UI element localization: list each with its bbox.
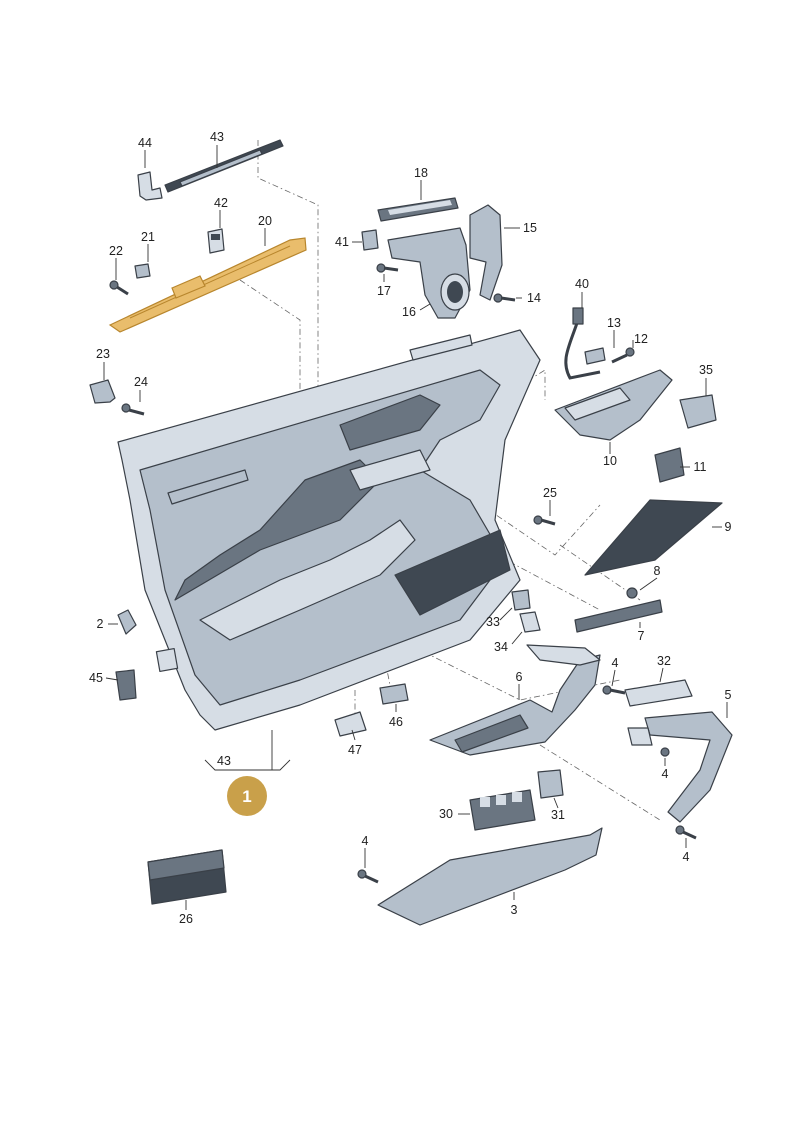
- callout-42: 42: [214, 196, 228, 210]
- callout-11: 11: [694, 460, 707, 474]
- part-32-switch-panel: [624, 679, 693, 707]
- callout-21: 21: [141, 230, 155, 244]
- part-16-duct: [387, 227, 471, 319]
- callout-16: 16: [402, 305, 416, 319]
- part-35-switch-block: [679, 394, 717, 429]
- part-25-screw: [533, 515, 556, 526]
- part-5-pull-handle: [644, 711, 733, 823]
- part-15-bracket: [469, 204, 503, 301]
- callout-25: 25: [543, 486, 557, 500]
- reference-badge-number: 1: [242, 787, 251, 806]
- part-23-bracket: [89, 379, 116, 404]
- part-47-bracket: [334, 711, 367, 737]
- part-2-clip: [117, 609, 137, 635]
- part-33-switch: [511, 589, 531, 611]
- part-3-lower-trim: [377, 827, 603, 926]
- callout-24: 24: [134, 375, 148, 389]
- reference-badge: 1: [227, 776, 267, 816]
- callout-31: 31: [551, 808, 565, 822]
- part-45-cap: [115, 669, 137, 701]
- part-4-screw-c: [675, 825, 697, 840]
- part-13-connector: [584, 347, 606, 365]
- part-18-bar: [377, 197, 459, 222]
- callout-18: 18: [414, 166, 428, 180]
- part-12-screw: [611, 347, 635, 364]
- part-42-switch: [207, 228, 225, 254]
- part-4-screw-a: [602, 685, 626, 695]
- callout-4-c: 4: [362, 834, 369, 848]
- callout-43: 43: [210, 130, 224, 144]
- callout-45: 45: [89, 671, 103, 685]
- part-4-screw-b: [627, 727, 670, 757]
- part-14-screw: [493, 293, 516, 303]
- part-10-armrest-housing: [554, 369, 673, 441]
- callout-13: 13: [607, 316, 621, 330]
- part-24-screw: [121, 403, 145, 416]
- part-26-storage-pocket: [147, 849, 227, 905]
- part-34-clip: [519, 611, 541, 633]
- callout-33: 33: [486, 615, 500, 629]
- callout-14: 14: [527, 291, 541, 305]
- part-44-end-clip: [137, 171, 163, 201]
- callout-4-b: 4: [662, 767, 669, 781]
- callout-43-bottom: 43: [217, 754, 231, 768]
- part-30-window-switch: [469, 789, 536, 831]
- callout-47: 47: [348, 743, 362, 757]
- part-20-highlighted-strip: [108, 237, 307, 333]
- callout-9: 9: [725, 520, 732, 534]
- callout-12: 12: [634, 332, 648, 346]
- part-21-clip: [134, 263, 151, 279]
- part-41-clip: [361, 229, 379, 251]
- part-7-trim: [574, 599, 663, 633]
- part-22-screw: [109, 280, 129, 296]
- callout-labels: 44 43 42 20 22 21 18 41 15 17 16 14 40 1…: [89, 130, 731, 926]
- callout-41: 41: [335, 235, 349, 249]
- callout-30: 30: [439, 807, 453, 821]
- part-40-cable: [564, 307, 601, 380]
- callout-4-d: 4: [683, 850, 690, 864]
- part-9-speaker-grille: [584, 499, 723, 576]
- part-43-trim-strip: [164, 139, 284, 193]
- callout-35: 35: [699, 363, 713, 377]
- leader-lines: [103, 145, 728, 910]
- callout-20: 20: [258, 214, 272, 228]
- callout-10: 10: [603, 454, 617, 468]
- callout-5: 5: [725, 688, 732, 702]
- callout-6: 6: [516, 670, 523, 684]
- callout-7: 7: [638, 629, 645, 643]
- callout-3: 3: [511, 903, 518, 917]
- door-trim-panel: [117, 329, 541, 731]
- callout-8: 8: [654, 564, 661, 578]
- part-31-mirror-switch: [537, 769, 564, 799]
- part-11-clip: [654, 447, 685, 483]
- part-6-armrest-trim: [429, 644, 601, 756]
- part-8-nut: [626, 587, 638, 599]
- callout-4-a: 4: [612, 656, 619, 670]
- callout-15: 15: [523, 221, 537, 235]
- callout-26: 26: [179, 912, 193, 926]
- part-46-sensor: [379, 683, 409, 705]
- part-17-screw: [376, 263, 399, 273]
- callout-44: 44: [138, 136, 152, 150]
- callout-17: 17: [377, 284, 391, 298]
- handle-insert-cutout: [339, 394, 441, 491]
- callout-22: 22: [109, 244, 123, 258]
- callout-40: 40: [575, 277, 589, 291]
- callout-23: 23: [96, 347, 110, 361]
- callout-34: 34: [494, 640, 508, 654]
- part-4-screw-d: [357, 869, 379, 884]
- callout-32: 32: [657, 654, 671, 668]
- callout-2: 2: [97, 617, 104, 631]
- callout-46: 46: [389, 715, 403, 729]
